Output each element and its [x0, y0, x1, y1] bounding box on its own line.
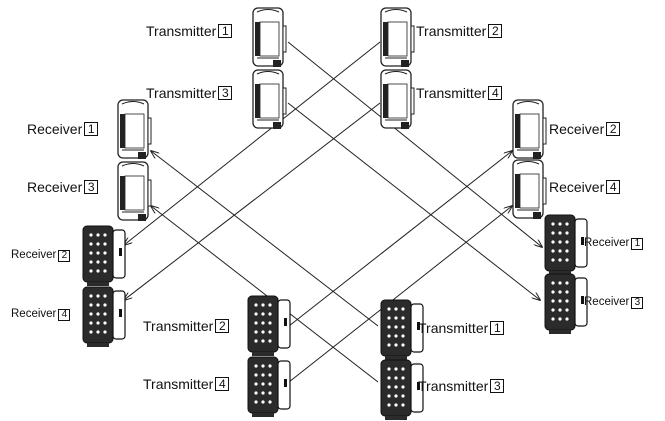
transmitter-2-bottom-unit [247, 295, 291, 357]
transmitter-4-top-unit [380, 69, 415, 130]
receiver-3-left-unit [117, 161, 152, 222]
transmitter-1-bottom-unit [380, 299, 424, 361]
receiver-3-right-low-unit [544, 273, 588, 335]
beam-lines [124, 41, 542, 383]
beam-t1b-to-r1 [151, 151, 379, 327]
transmitter-1-top-unit [252, 7, 287, 68]
transmitter-4-bottom-unit [247, 356, 291, 418]
receiver-1-left-unit [117, 99, 152, 160]
beam-t3b-to-r3 [151, 206, 379, 383]
transmitter-2-top-unit [380, 7, 415, 68]
beam-t2b-to-r2 [288, 151, 512, 327]
beam-t2-to-r2 [124, 41, 381, 245]
receiver-4-left-low-unit [82, 286, 126, 348]
transmitter-3-bottom-unit [380, 359, 424, 421]
receiver-1-right-low-unit [544, 214, 588, 276]
beam-t4-to-r4 [124, 102, 381, 300]
beam-t3-to-r3 [287, 102, 540, 300]
transmitter-3-top-unit [252, 69, 287, 130]
receiver-2-left-low-unit [82, 225, 126, 287]
receiver-2-right-unit [512, 99, 547, 160]
receiver-4-right-unit [512, 159, 547, 220]
beam-t4b-to-r4 [288, 206, 512, 383]
beam-t1-to-r1 [287, 41, 542, 247]
